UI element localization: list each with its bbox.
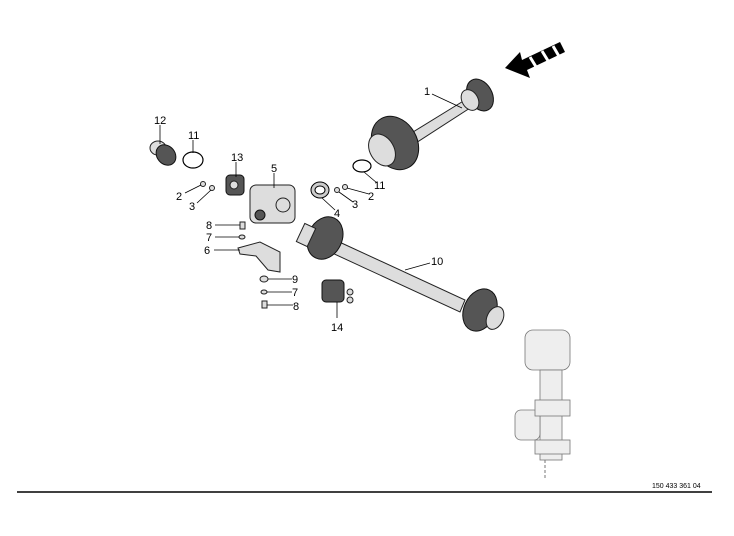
callout-4: 4 [334, 208, 340, 220]
callout-11: 11 [374, 180, 385, 192]
callout-9: 9 [292, 274, 298, 286]
assembly-reference-view [514, 329, 571, 480]
parts-small [149, 140, 372, 309]
callout-2: 2 [368, 191, 374, 203]
direction-arrow-icon [505, 42, 565, 78]
drive-shaft-lower [295, 216, 505, 332]
callout-11: 11 [188, 130, 199, 142]
callout-5: 5 [271, 163, 277, 175]
callout-8: 8 [293, 301, 299, 313]
callout-3: 3 [189, 201, 195, 213]
callout-13: 13 [231, 152, 243, 164]
callout-labels: 1 12 11 13 5 2 3 11 2 3 4 8 7 6 9 7 8 14… [154, 86, 443, 334]
callout-1: 1 [424, 86, 430, 98]
callout-8: 8 [206, 220, 212, 232]
callout-14: 14 [331, 322, 343, 334]
callout-7: 7 [292, 287, 298, 299]
callout-10: 10 [431, 256, 443, 268]
drive-shaft-upper [368, 78, 494, 171]
callout-7: 7 [206, 232, 212, 244]
callout-6: 6 [204, 245, 210, 257]
leader-lines [159, 93, 463, 318]
callout-12: 12 [154, 115, 166, 127]
callout-3: 3 [352, 199, 358, 211]
callout-2: 2 [176, 191, 182, 203]
drawing-number: 150 433 361 04 [652, 483, 701, 490]
